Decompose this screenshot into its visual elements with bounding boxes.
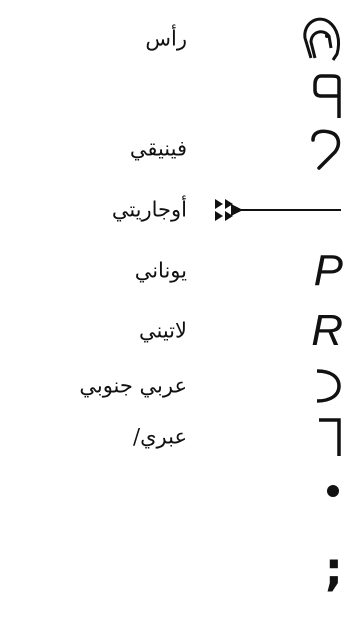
head-pictogram-icon: [301, 14, 343, 64]
south-arabian-resh-icon: [313, 367, 343, 405]
row-label-head: رأس: [145, 26, 187, 51]
ugaritic-wedge-icon: [213, 193, 343, 227]
row-greek: يوناني P: [0, 242, 347, 300]
row-label-phoenician: فينيقي: [129, 136, 187, 161]
latin-glyph: R: [311, 306, 343, 355]
row-ugaritic: أوجاريتي: [0, 181, 347, 239]
row-hebrew: عبري/: [0, 408, 347, 466]
row-label-hebrew: عبري/: [133, 424, 187, 449]
row-semicolon: ;: [0, 540, 347, 598]
row-phoenician: فينيقي: [0, 120, 347, 178]
row-label-ugaritic: أوجاريتي: [111, 197, 187, 222]
row-aramaic: [0, 67, 347, 125]
row-label-greek: يوناني: [134, 258, 187, 283]
aramaic-resh-like-icon: [313, 74, 343, 118]
row-dot: [0, 462, 347, 520]
greek-glyph: P: [313, 246, 343, 295]
row-label-latin: لاتيني: [139, 318, 187, 343]
hebrew-resh-icon: [317, 416, 343, 458]
row-south-arabian: عربي جنوبي: [0, 357, 347, 415]
dot-icon: [323, 481, 343, 501]
row-label-south-arabian: عربي جنوبي: [79, 373, 187, 398]
semicolon-glyph: ;: [324, 542, 343, 596]
phoenician-resh-icon: [309, 128, 343, 170]
row-head: رأس: [0, 10, 347, 68]
row-latin: لاتيني R: [0, 302, 347, 360]
